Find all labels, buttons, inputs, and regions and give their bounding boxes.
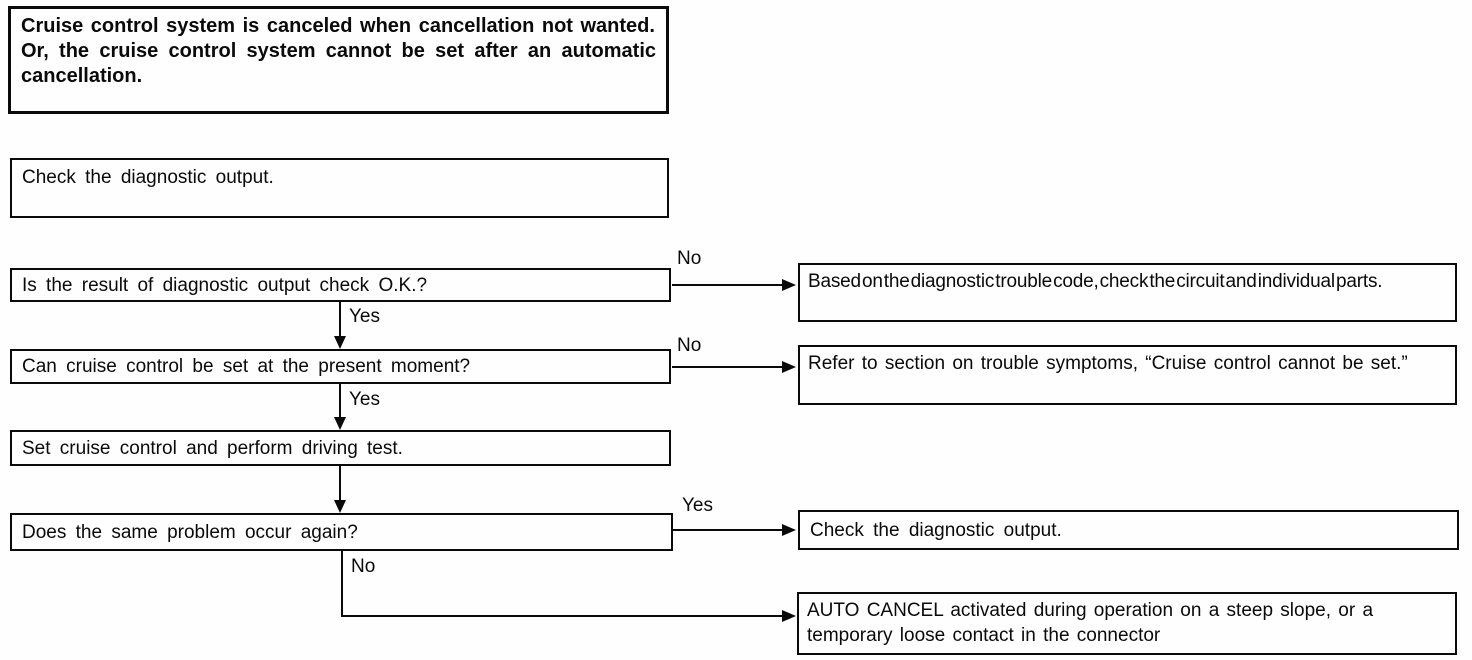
- arrowhead-right-icon: [782, 361, 796, 373]
- diagnostic-result-question-text: Is the result of diagnostic output check…: [22, 274, 428, 296]
- diagnostic-result-question-box: Is the result of diagnostic output check…: [10, 268, 671, 302]
- arrowhead-down-icon: [334, 500, 346, 513]
- connector-canset-yes-line: [339, 384, 341, 418]
- connector-sameproblem-no-hline: [341, 615, 782, 617]
- arrowhead-down-icon: [334, 417, 346, 430]
- label-sameproblem-no: No: [351, 556, 376, 577]
- connector-diagok-no-line: [672, 284, 782, 286]
- problem-statement-box: Cruise control system is canceled when c…: [8, 6, 669, 114]
- check-diagnostic-output-box: Check the diagnostic output.: [10, 158, 669, 218]
- refer-trouble-symptoms-text: Refer to section on trouble symptoms, “C…: [808, 353, 1408, 374]
- problem-line-2: Or, the cruise control system cannot be …: [21, 40, 656, 87]
- label-diagok-no: No: [677, 248, 702, 269]
- recheck-diagnostic-output-text: Check the diagnostic output.: [810, 519, 1062, 541]
- driving-test-box: Set cruise control and perform driving t…: [10, 430, 671, 466]
- problem-line-1: Cruise control system is canceled when c…: [21, 15, 655, 37]
- can-set-question-text: Can cruise control be set at the present…: [22, 356, 471, 377]
- same-problem-question-text: Does the same problem occur again?: [22, 521, 358, 543]
- recheck-diagnostic-output-box: Check the diagnostic output.: [798, 510, 1459, 550]
- arrowhead-right-icon: [782, 279, 796, 291]
- label-canset-yes: Yes: [349, 389, 380, 410]
- connector-drivingtest-line: [339, 466, 341, 501]
- problem-statement-text: Cruise control system is canceled when c…: [11, 9, 666, 94]
- connector-sameproblem-no-vline: [341, 551, 343, 617]
- label-canset-no: No: [677, 335, 702, 356]
- arrowhead-down-icon: [334, 336, 346, 349]
- arrowhead-right-icon: [782, 524, 796, 536]
- can-set-question-box: Can cruise control be set at the present…: [10, 349, 671, 384]
- connector-diagok-yes-line: [339, 302, 341, 338]
- auto-cancel-outcome-box: AUTO CANCEL activated during operation o…: [797, 592, 1457, 655]
- trouble-code-outcome-text: Based on the diagnostic trouble code, ch…: [808, 271, 1383, 292]
- label-diagok-yes: Yes: [349, 306, 380, 327]
- connector-sameproblem-yes-line: [673, 529, 782, 531]
- auto-cancel-outcome-text: AUTO CANCEL activated during operation o…: [807, 600, 1374, 646]
- arrowhead-right-icon: [782, 610, 796, 622]
- check-diagnostic-output-text: Check the diagnostic output.: [22, 167, 274, 188]
- driving-test-text: Set cruise control and perform driving t…: [22, 437, 403, 459]
- connector-canset-no-line: [672, 366, 782, 368]
- label-sameproblem-yes: Yes: [682, 495, 713, 516]
- same-problem-question-box: Does the same problem occur again?: [10, 513, 673, 551]
- trouble-code-outcome-box: Based on the diagnostic trouble code, ch…: [798, 263, 1457, 322]
- refer-trouble-symptoms-box: Refer to section on trouble symptoms, “C…: [798, 345, 1457, 405]
